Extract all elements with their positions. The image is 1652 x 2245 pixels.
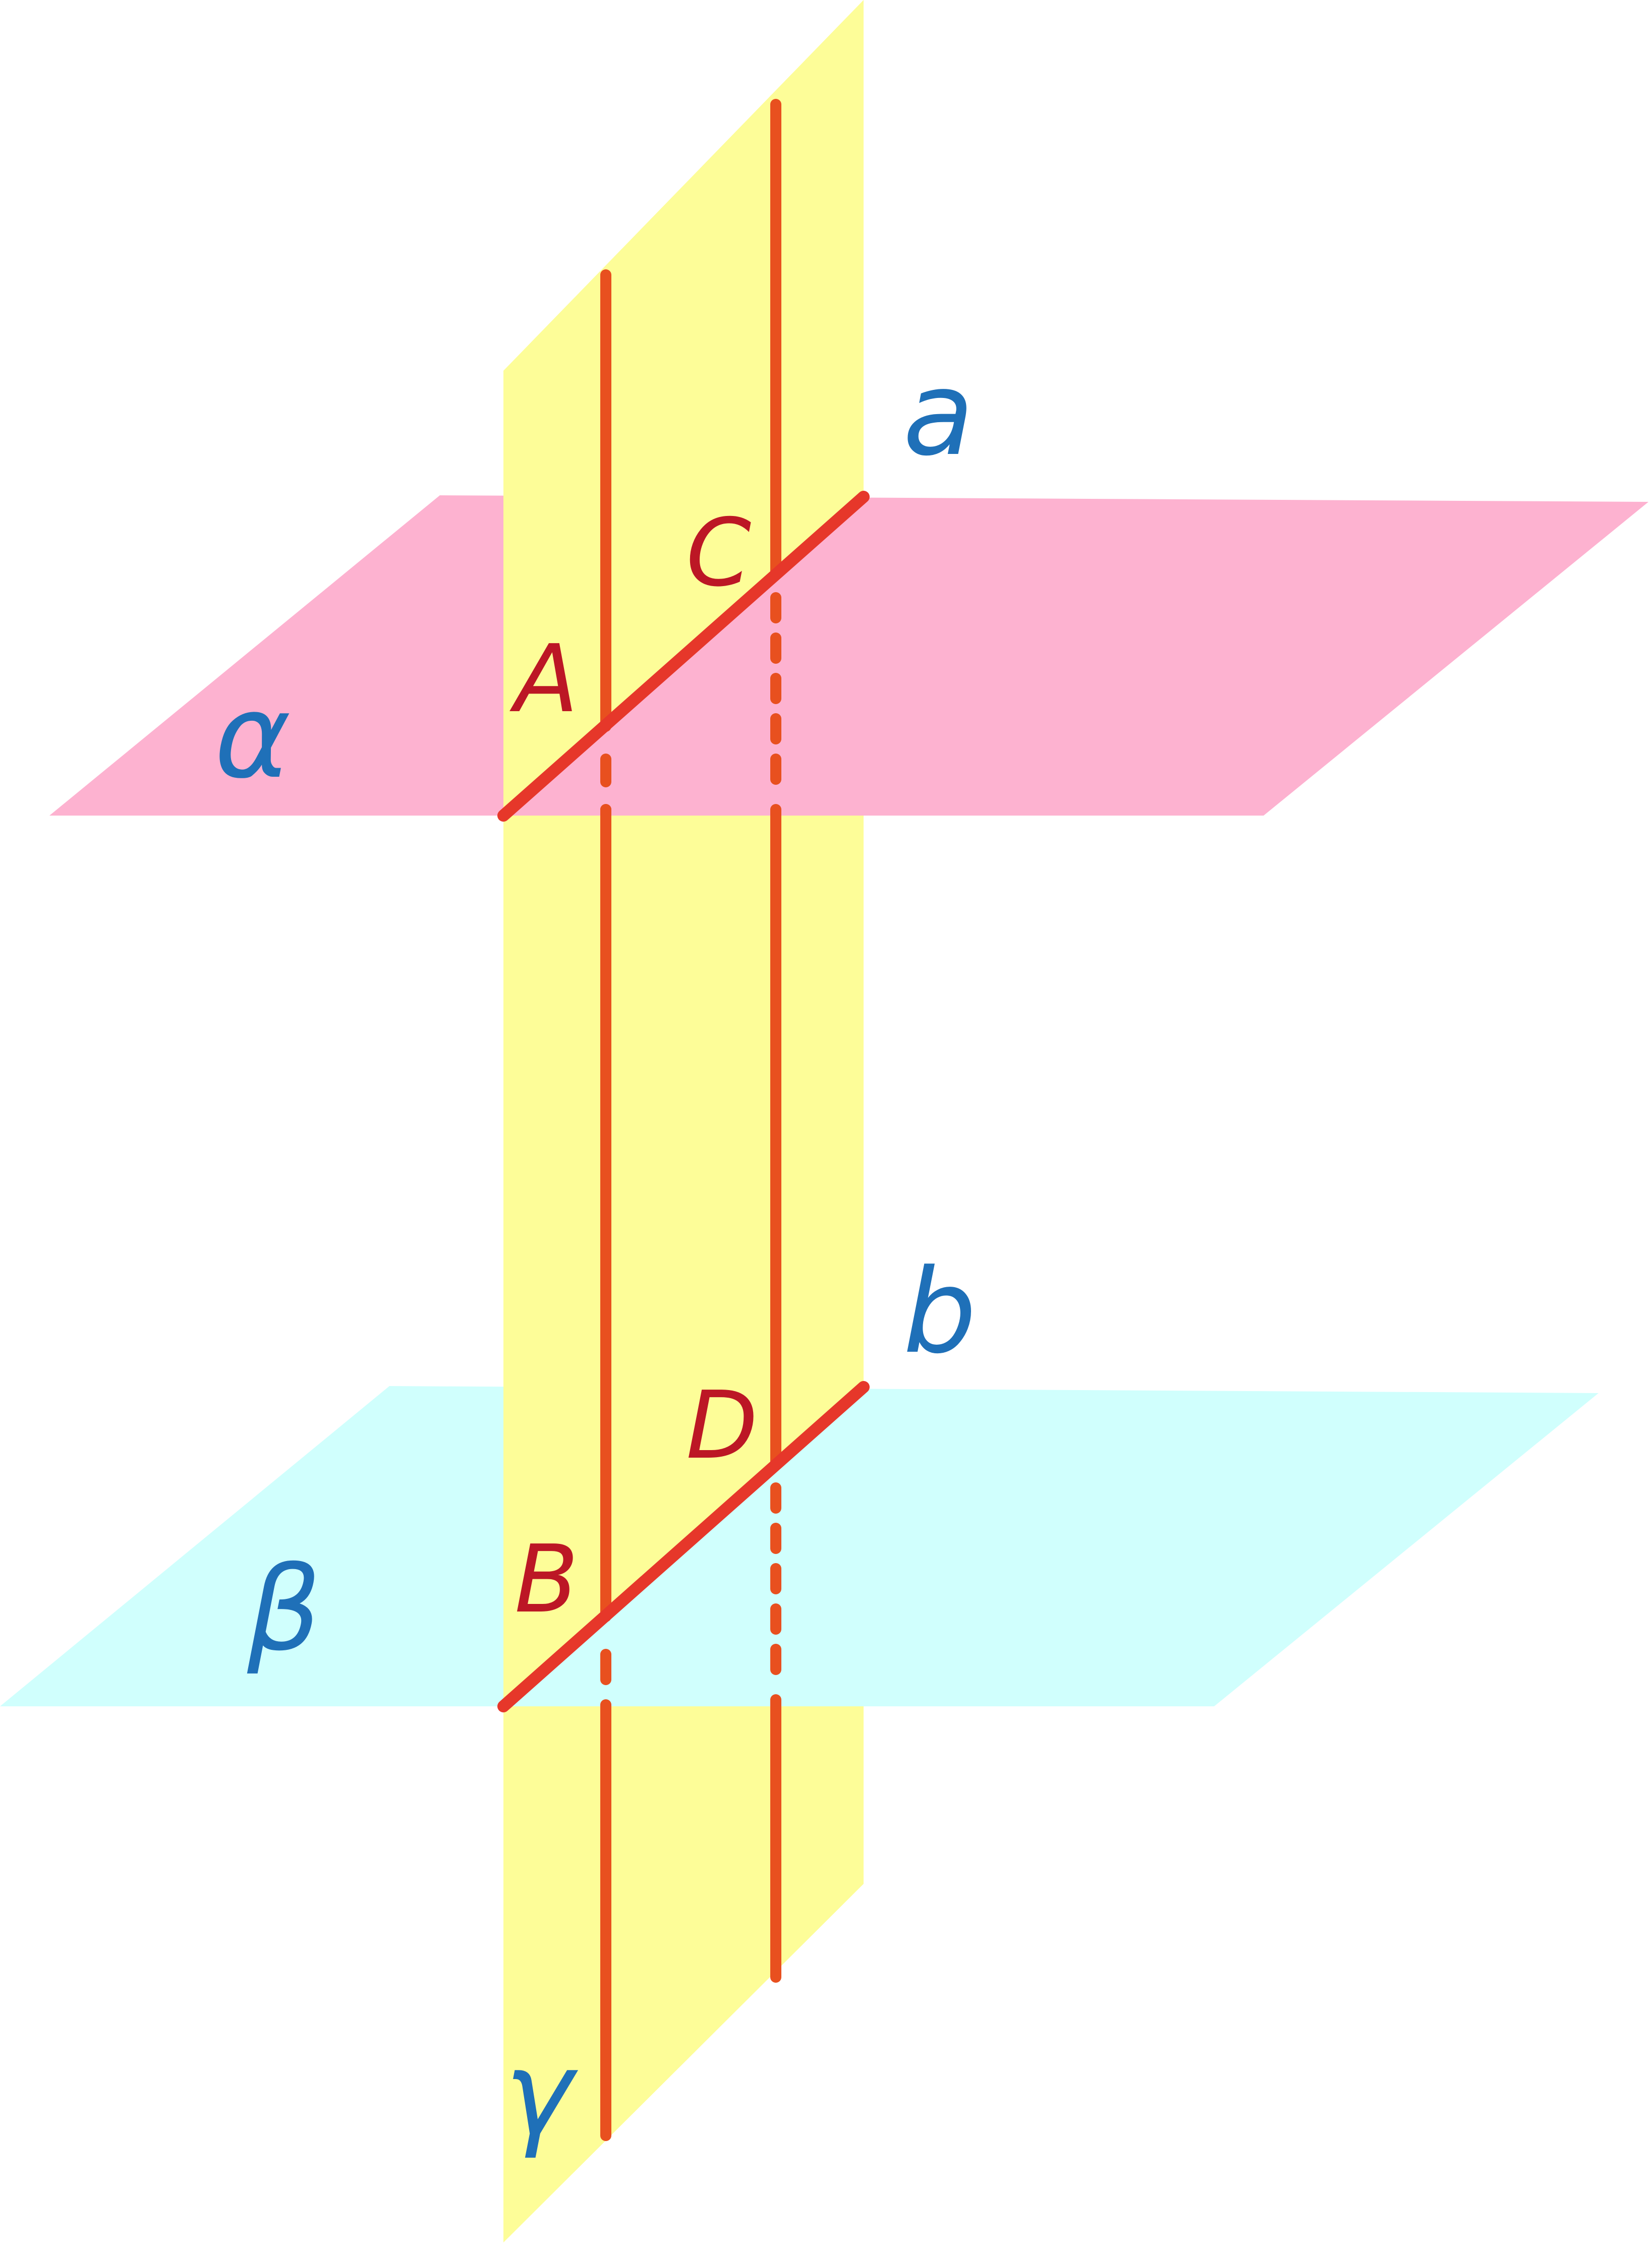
intersection-line-b xyxy=(497,1381,870,1712)
plane-gamma-label: γ xyxy=(504,2027,579,2161)
plane-alpha xyxy=(49,495,1648,816)
point-D-label: D xyxy=(686,1371,758,1480)
plane-gamma xyxy=(503,0,864,2242)
plane-alpha-label: α xyxy=(214,670,291,804)
plane-beta xyxy=(0,1386,1599,1706)
point-A-label: A xyxy=(509,624,579,733)
plane-beta-label: β xyxy=(247,1542,321,1677)
point-B-label: B xyxy=(515,1525,579,1634)
intersection-line-a xyxy=(497,491,870,822)
point-C-label: C xyxy=(686,498,751,607)
line-a-label: a xyxy=(903,347,974,482)
line-b-label: b xyxy=(903,1245,977,1379)
